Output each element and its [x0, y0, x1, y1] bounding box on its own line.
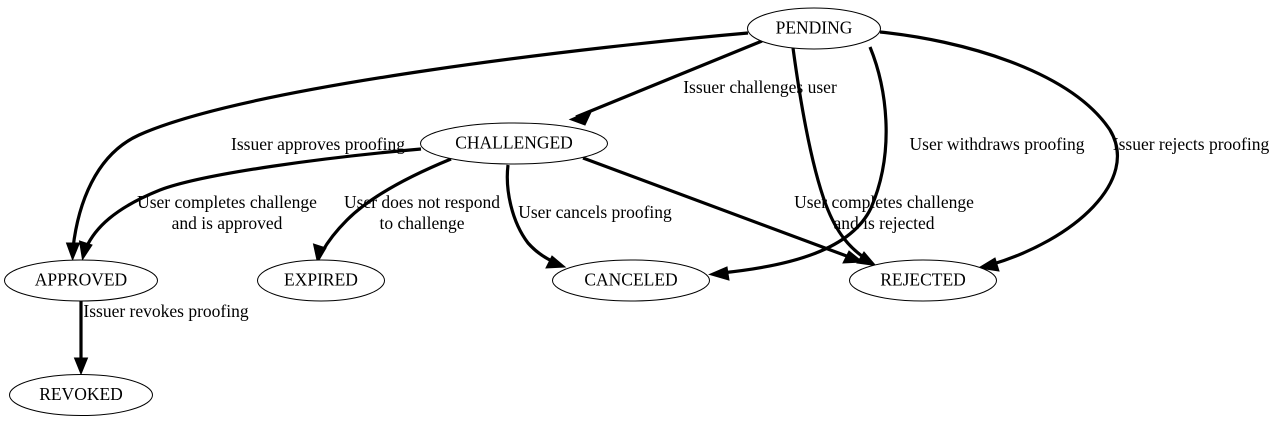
edge-label-line-1: User completes challenge — [137, 192, 317, 212]
edge-pending-to-rejected-issuer — [879, 30, 1119, 272]
node-pending[interactable]: PENDING — [747, 7, 881, 50]
edge-label-line-1: User does not respond — [344, 192, 500, 212]
arrowhead-rejected-from-issuer — [977, 257, 1000, 272]
edge-label-user-does-not-respond: User does not respond to challenge — [344, 192, 500, 233]
edge-path-pending-rejected-withdraw — [791, 47, 867, 261]
arrowhead-canceled-from-pending — [708, 266, 730, 281]
arrowhead-approved-from-pending — [65, 242, 81, 262]
edge-challenged-to-canceled — [505, 164, 567, 269]
edge-pending-to-canceled — [708, 46, 888, 281]
node-canceled-label: CANCELED — [584, 270, 677, 290]
edge-label-line-2: to challenge — [379, 213, 464, 233]
arrowhead-revoked-from-approved — [73, 357, 89, 376]
node-canceled-ellipse[interactable] — [552, 259, 710, 302]
edge-path-pending-challenged — [575, 39, 763, 119]
node-rejected[interactable]: REJECTED — [849, 259, 997, 302]
node-revoked[interactable]: REVOKED — [9, 374, 153, 416]
node-approved[interactable]: APPROVED — [4, 259, 158, 302]
edge-challenged-to-expired — [312, 157, 452, 264]
node-pending-ellipse[interactable] — [747, 7, 881, 50]
node-challenged-label: CHALLENGED — [455, 133, 573, 153]
edge-pending-to-approved — [65, 31, 749, 262]
node-pending-label: PENDING — [776, 18, 853, 38]
edge-path-challenged-canceled — [505, 164, 555, 264]
edge-label-line-1: User completes challenge — [794, 192, 974, 212]
edge-path-challenged-expired — [320, 157, 452, 253]
edge-labels-layer: Issuer challenges user Issuer approves p… — [83, 77, 1269, 321]
node-rejected-label: REJECTED — [880, 270, 966, 290]
nodes-layer: PENDING CHALLENGED APPROVED EXPIRED CANC… — [4, 7, 997, 416]
arrowhead-challenged-from-pending — [568, 109, 594, 126]
node-expired-ellipse[interactable] — [257, 259, 385, 302]
edge-path-pending-canceled — [720, 46, 888, 275]
node-revoked-label: REVOKED — [39, 384, 123, 404]
arrowhead-rejected-from-challenged — [842, 250, 864, 264]
node-revoked-ellipse[interactable] — [9, 374, 153, 416]
node-expired-label: EXPIRED — [284, 270, 358, 290]
edge-path-pending-rejected-issuer — [879, 30, 1119, 267]
edge-approved-to-revoked — [73, 301, 89, 376]
edge-label-issuer-revokes-proofing: Issuer revokes proofing — [83, 301, 248, 321]
edge-label-user-withdraws-proofing: User withdraws proofing — [910, 134, 1085, 154]
edge-challenged-to-rejected — [582, 156, 864, 264]
arrowhead-canceled-from-challenged — [545, 255, 567, 269]
edge-label-line-2: and is rejected — [833, 213, 934, 233]
edge-label-issuer-rejects-proofing: Issuer rejects proofing — [1113, 134, 1270, 154]
edge-label-user-cancels-proofing: User cancels proofing — [518, 202, 672, 222]
node-approved-ellipse[interactable] — [4, 259, 158, 302]
node-rejected-ellipse[interactable] — [849, 259, 997, 302]
node-challenged-ellipse[interactable] — [420, 122, 608, 165]
edge-path-challenged-rejected — [582, 156, 853, 260]
node-canceled[interactable]: CANCELED — [552, 259, 710, 302]
edge-label-user-completes-challenge-approved: User completes challenge and is approved — [137, 192, 317, 233]
node-challenged[interactable]: CHALLENGED — [420, 122, 608, 165]
edge-label-issuer-approves-proofing: Issuer approves proofing — [231, 134, 405, 154]
edge-path-challenged-approved — [84, 147, 422, 249]
edge-label-line-2: and is approved — [172, 213, 283, 233]
edge-path-pending-approved — [71, 31, 749, 249]
arrowhead-approved-from-challenged — [78, 240, 93, 261]
node-expired[interactable]: EXPIRED — [257, 259, 385, 302]
arrowhead-expired-from-challenged — [312, 243, 327, 264]
node-approved-label: APPROVED — [35, 270, 127, 290]
edge-label-user-completes-challenge-rejected: User completes challenge and is rejected — [794, 192, 974, 233]
edge-pending-to-challenged — [568, 39, 763, 126]
edge-challenged-to-approved — [78, 147, 422, 261]
edge-label-issuer-challenges-user: Issuer challenges user — [683, 77, 837, 97]
edges-layer — [65, 30, 1119, 376]
